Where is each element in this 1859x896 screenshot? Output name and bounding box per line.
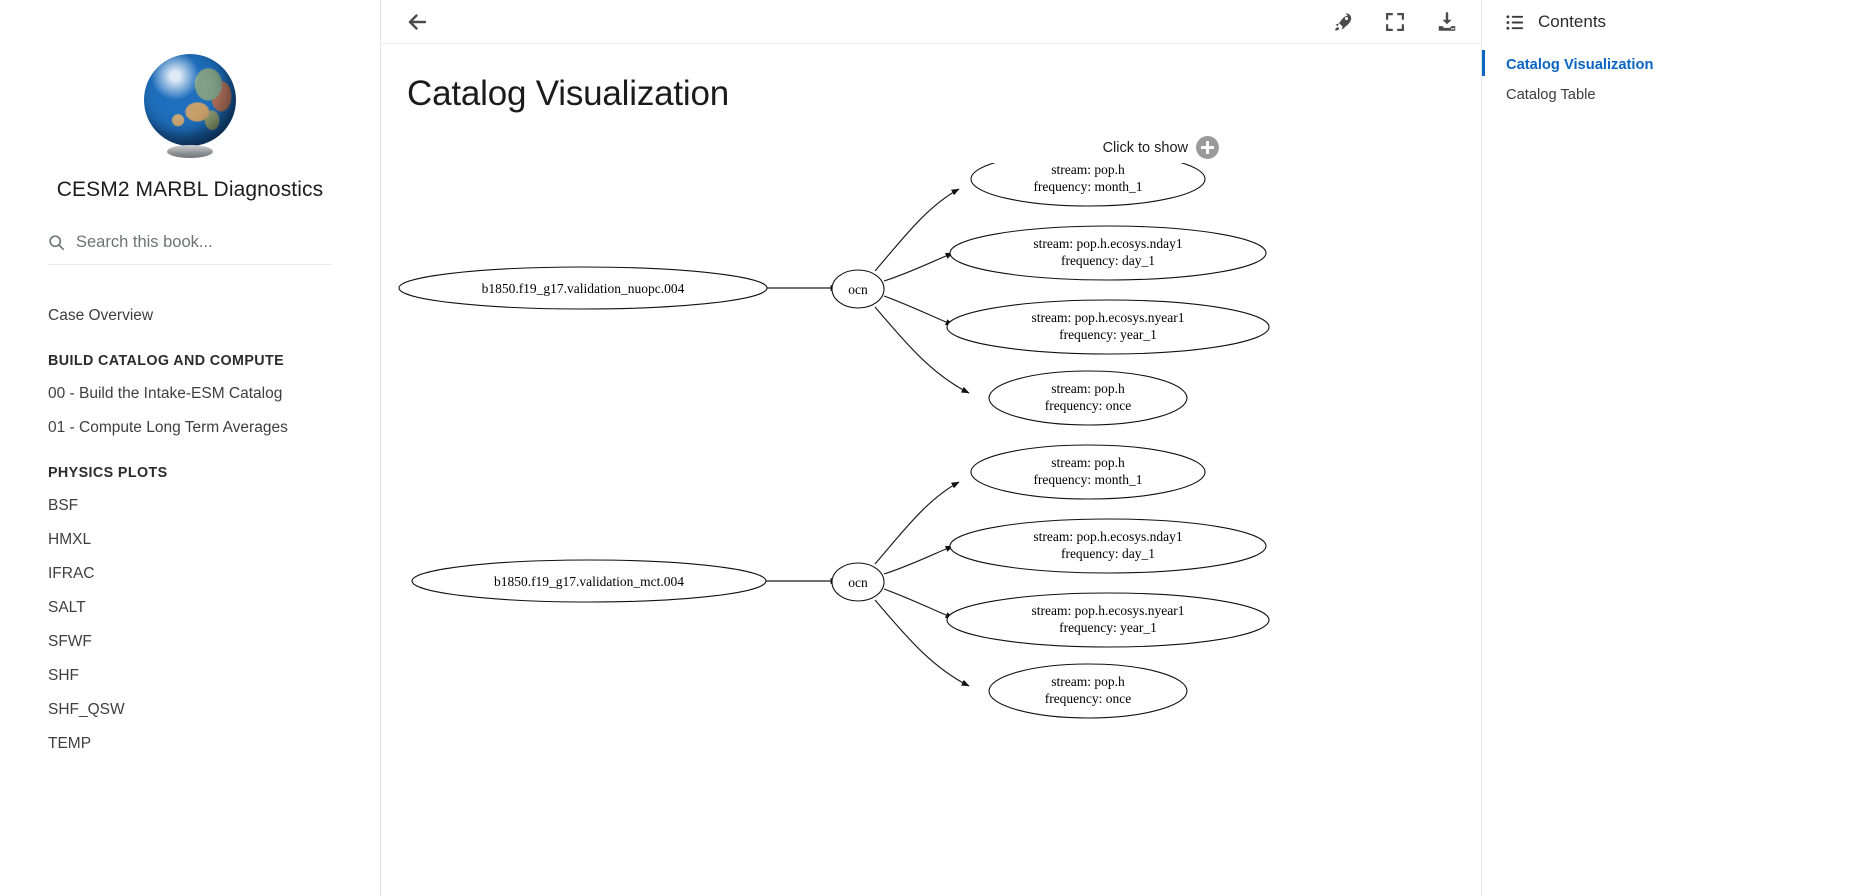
graph2-node-stream-4-stream: stream: pop.h xyxy=(1051,674,1125,689)
graph2-node-stream-3-stream: stream: pop.h.ecosys.nyear1 xyxy=(1032,603,1185,618)
graph2-node-stream-2-frequency: frequency: day_1 xyxy=(1061,546,1155,561)
graph-node-stream-4-frequency: frequency: once xyxy=(1045,398,1132,413)
sidebar-item-long-term-avg[interactable]: 01 - Compute Long Term Averages xyxy=(48,419,288,436)
contents-panel: Contents Catalog Visualization Catalog T… xyxy=(1481,0,1859,896)
graph-cluster-nuopc: b1850.f19_g17.validation_nuopc.004 ocn s… xyxy=(398,163,1270,426)
edge2-ocn-to-stream-1 xyxy=(874,481,960,565)
book-title: CESM2 MARBL Diagnostics xyxy=(56,178,324,201)
graph2-node-root-label: b1850.f19_g17.validation_mct.004 xyxy=(494,574,684,589)
click-to-show-toggle[interactable]: Click to show xyxy=(381,136,1481,159)
graph-cluster-mct: b1850.f19_g17.validation_mct.004 ocn str… xyxy=(411,444,1270,719)
graph-node-stream-1-stream: stream: pop.h xyxy=(1051,163,1125,177)
edge-ocn-to-stream-1 xyxy=(874,188,960,272)
graph-node-stream-3-stream: stream: pop.h.ecosys.nyear1 xyxy=(1032,310,1185,325)
edge-ocn-to-stream-2 xyxy=(883,252,954,282)
edge2-ocn-to-stream-4 xyxy=(874,599,970,687)
page-title: Catalog Visualization xyxy=(407,74,730,113)
graph2-node-stream-3[interactable]: stream: pop.h.ecosys.nyear1 frequency: y… xyxy=(946,592,1270,648)
search-box[interactable] xyxy=(48,233,332,265)
graph-node-stream-2[interactable]: stream: pop.h.ecosys.nday1 frequency: da… xyxy=(949,225,1267,281)
sidebar-item-shf-qsw[interactable]: SHF_QSW xyxy=(48,701,125,718)
graph-node-stream-3-frequency: frequency: year_1 xyxy=(1059,327,1157,342)
sidebar-item-bsf[interactable]: BSF xyxy=(48,497,79,514)
graph2-node-ocn[interactable]: ocn xyxy=(831,562,885,602)
graph2-node-stream-1[interactable]: stream: pop.h frequency: month_1 xyxy=(970,444,1206,500)
contents-header: Contents xyxy=(1482,0,1859,42)
graph2-node-stream-2[interactable]: stream: pop.h.ecosys.nday1 frequency: da… xyxy=(949,518,1267,574)
graph-node-stream-1-frequency: frequency: month_1 xyxy=(1033,179,1142,194)
top-toolbar xyxy=(381,0,1481,44)
graph2-node-stream-1-frequency: frequency: month_1 xyxy=(1033,472,1142,487)
graph-node-ocn[interactable]: ocn xyxy=(831,269,885,309)
main-content: Catalog Visualization Click to show xyxy=(381,0,1481,896)
graph2-node-stream-2-stream: stream: pop.h.ecosys.nday1 xyxy=(1033,529,1182,544)
edge-ocn-to-stream-3 xyxy=(883,295,954,326)
sidebar-item-sfwf[interactable]: SFWF xyxy=(48,633,92,650)
sidebar-item-temp[interactable]: TEMP xyxy=(48,735,92,752)
arrow-left-icon xyxy=(408,13,427,30)
download-button[interactable] xyxy=(1427,2,1467,42)
graph-node-root[interactable]: b1850.f19_g17.validation_nuopc.004 xyxy=(398,266,768,310)
graph2-node-stream-3-frequency: frequency: year_1 xyxy=(1059,620,1157,635)
graph2-node-ocn-label: ocn xyxy=(848,575,868,590)
download-icon xyxy=(1438,11,1456,31)
sidebar-item-salt[interactable]: SALT xyxy=(48,599,86,616)
fullscreen-button[interactable] xyxy=(1375,2,1415,42)
catalog-graph-output: b1850.f19_g17.validation_nuopc.004 ocn s… xyxy=(381,163,1481,823)
sidebar-nav: Case Overview BUILD CATALOG AND COMPUTE … xyxy=(0,299,380,761)
list-icon xyxy=(1506,14,1524,30)
edge2-ocn-to-stream-2 xyxy=(883,545,954,575)
contents-title: Contents xyxy=(1538,12,1607,31)
graph-node-stream-2-frequency: frequency: day_1 xyxy=(1061,253,1155,268)
graph-node-stream-2-stream: stream: pop.h.ecosys.nday1 xyxy=(1033,236,1182,251)
page-body: Catalog Visualization Click to show xyxy=(381,44,1481,896)
sidebar: CESM2 MARBL Diagnostics Case Overview BU… xyxy=(0,0,381,896)
graph2-node-stream-4[interactable]: stream: pop.h frequency: once xyxy=(988,663,1188,719)
rocket-icon xyxy=(1334,12,1352,30)
graph-node-stream-4[interactable]: stream: pop.h frequency: once xyxy=(988,370,1188,426)
graph-node-stream-1[interactable]: stream: pop.h frequency: month_1 xyxy=(970,163,1206,207)
edge2-ocn-to-stream-3 xyxy=(883,588,954,619)
contents-list: Catalog Visualization Catalog Table xyxy=(1482,50,1859,110)
globe-stand xyxy=(167,145,213,158)
plus-circle-icon[interactable] xyxy=(1196,136,1219,159)
search-icon xyxy=(49,235,65,251)
back-button[interactable] xyxy=(397,2,437,42)
graph-node-stream-4-stream: stream: pop.h xyxy=(1051,381,1125,396)
toc-item-catalog-table[interactable]: Catalog Table xyxy=(1506,87,1596,103)
sidebar-item-hmxl[interactable]: HMXL xyxy=(48,531,92,548)
sidebar-caption-physics: PHYSICS PLOTS xyxy=(48,465,168,481)
sidebar-item-shf[interactable]: SHF xyxy=(48,667,79,684)
sidebar-item-case-overview[interactable]: Case Overview xyxy=(48,307,154,324)
sidebar-item-build-catalog[interactable]: 00 - Build the Intake-ESM Catalog xyxy=(48,385,283,402)
graph2-node-stream-1-stream: stream: pop.h xyxy=(1051,455,1125,470)
catalog-graph-svg: b1850.f19_g17.validation_nuopc.004 ocn s… xyxy=(398,163,1270,719)
toc-item-catalog-visualization[interactable]: Catalog Visualization xyxy=(1482,50,1859,80)
launch-button[interactable] xyxy=(1323,2,1363,42)
graph-node-root-label: b1850.f19_g17.validation_nuopc.004 xyxy=(482,281,685,296)
toolbar-actions xyxy=(1323,2,1481,42)
graph2-node-root[interactable]: b1850.f19_g17.validation_mct.004 xyxy=(411,559,767,603)
graph2-node-stream-4-frequency: frequency: once xyxy=(1045,691,1132,706)
sidebar-item-ifrac[interactable]: IFRAC xyxy=(48,565,95,582)
globe-icon xyxy=(141,54,239,162)
graph-node-stream-3[interactable]: stream: pop.h.ecosys.nyear1 frequency: y… xyxy=(946,299,1270,355)
fullscreen-icon xyxy=(1386,12,1404,31)
search-input[interactable] xyxy=(76,233,332,252)
edge-ocn-to-stream-4 xyxy=(874,306,970,394)
graph-node-ocn-label: ocn xyxy=(848,282,868,297)
book-logo[interactable] xyxy=(0,0,380,162)
click-to-show-label: Click to show xyxy=(1102,139,1188,156)
globe-sphere xyxy=(144,54,236,146)
sidebar-caption-build: BUILD CATALOG AND COMPUTE xyxy=(48,353,285,369)
